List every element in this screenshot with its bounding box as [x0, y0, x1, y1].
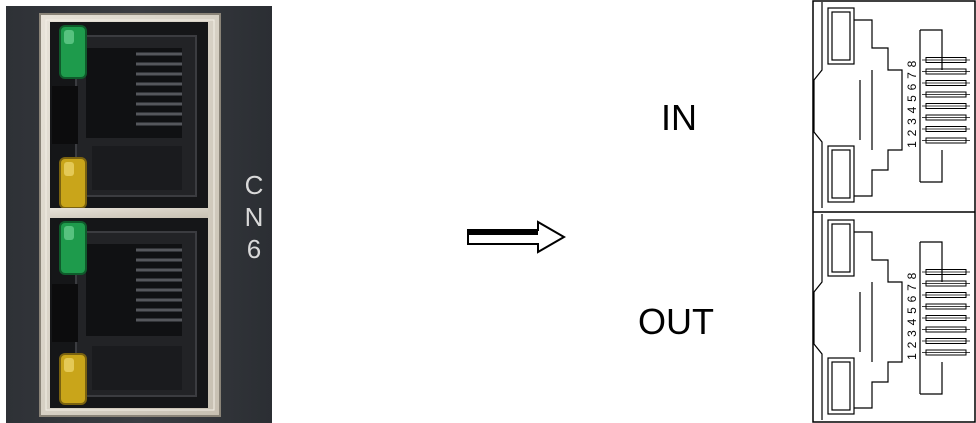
connector-schematic: 8 7 6 5 4 3 2 1 8 7 6 5 4 3 2 1: [812, 0, 976, 423]
pin-number: 4: [905, 106, 919, 113]
rj45-port-upper: [50, 22, 208, 208]
right-arrow-icon: [467, 220, 566, 254]
pin-number: 7: [905, 284, 919, 291]
schematic-port-out: [813, 214, 970, 420]
pin-number: 5: [905, 307, 919, 314]
pin-number: 2: [905, 129, 919, 136]
cn6-label-n: N: [245, 202, 264, 232]
pin-number: 1: [905, 353, 919, 360]
pin-number: 8: [905, 272, 919, 279]
pin-number: 6: [905, 83, 919, 90]
label-out: OUT: [638, 301, 714, 342]
pin-number: 8: [905, 60, 919, 67]
pin-number: 5: [905, 95, 919, 102]
pin-number: 7: [905, 72, 919, 79]
pin-number: 1: [905, 141, 919, 148]
label-in: IN: [661, 97, 697, 138]
pin-number: 4: [905, 318, 919, 325]
pin-number: 3: [905, 330, 919, 337]
cn6-label-c: C: [245, 170, 264, 200]
pin-number: 3: [905, 118, 919, 125]
connector-photo: C N 6: [6, 6, 272, 423]
schematic-port-in: [813, 2, 970, 208]
pin-number: 2: [905, 341, 919, 348]
cn6-label-6: 6: [247, 234, 261, 264]
pin-number: 6: [905, 295, 919, 302]
